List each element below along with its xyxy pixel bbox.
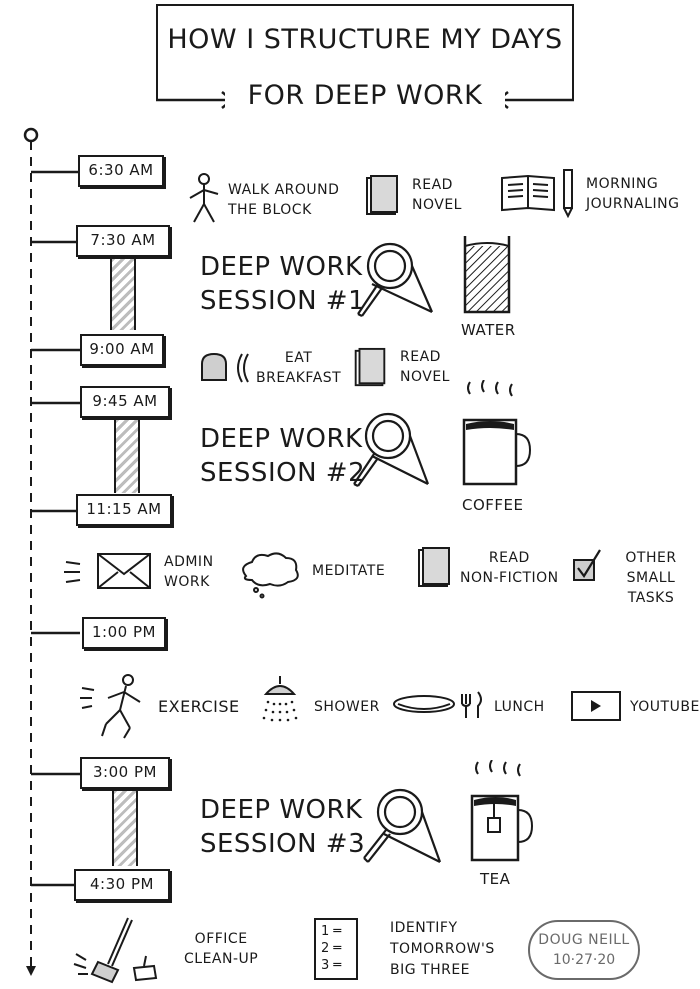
thought-cloud-icon (242, 552, 299, 599)
journal-icon (501, 169, 573, 218)
admin-work-label: AdminWork (164, 554, 214, 590)
time-box-0900: 9:00 AM (80, 334, 164, 366)
magnifying-glass-icon-2 (353, 412, 430, 487)
session3-bar (112, 790, 138, 866)
broom-icon (73, 917, 158, 984)
toast-icon (201, 352, 249, 383)
shower-label: Shower (314, 699, 380, 715)
meditate-label: Meditate (312, 563, 386, 579)
book-icon (418, 547, 450, 587)
session1-title: Deep WorkSession #1 (200, 252, 366, 316)
coffee-label: Coffee (462, 496, 524, 514)
read-nonfiction-label: ReadNon-Fiction (460, 550, 559, 586)
signature-cloud: Doug Neill 10·27·20 (528, 920, 640, 980)
tea-label: Tea (480, 870, 511, 888)
time-box-1300: 1:00 PM (82, 617, 166, 649)
time-box-1630: 4:30 PM (74, 869, 170, 901)
time-box-1500: 3:00 PM (80, 757, 170, 789)
exercise-label: Exercise (158, 697, 240, 716)
water-label: Water (461, 321, 516, 339)
read-novel-label-1: ReadNovel (412, 177, 462, 213)
magnifying-glass-icon-3 (363, 788, 442, 863)
session2-bar (114, 419, 140, 493)
time-box-0630: 6:30 AM (78, 155, 164, 187)
session1-bar (110, 258, 136, 330)
timeline-connectors (31, 170, 80, 887)
time-box-1115: 11:15 AM (76, 494, 172, 526)
read-novel-label-2: ReadNovel (400, 349, 450, 385)
youtube-play-icon (571, 691, 621, 721)
timeline-arrow (26, 966, 36, 976)
time-box-0945: 9:45 AM (80, 386, 170, 418)
envelope-icon (64, 553, 151, 589)
session3-title: Deep WorkSession #3 (200, 795, 366, 859)
numbered-list-icon: 1 ═ 2 ═ 3 ═ (314, 918, 358, 980)
water-glass-icon (463, 236, 511, 314)
shower-icon (262, 676, 298, 722)
signature-name: Doug Neill (538, 932, 630, 948)
youtube-label: YouTube (630, 699, 700, 715)
running-person-icon (80, 674, 141, 739)
coffee-mug-icon (462, 380, 532, 486)
walk-label: Walk AroundThe Block (228, 182, 340, 218)
other-tasks-label: OtherSmall Tasks (625, 550, 677, 606)
walking-person-icon (189, 173, 219, 223)
book-icon (354, 347, 386, 387)
magnifying-glass-icon-1 (357, 242, 434, 317)
title-box (156, 4, 574, 100)
journaling-label: MorningJournaling (586, 176, 680, 212)
eat-breakfast-label: EatBreakfast (256, 350, 342, 386)
title-line2: for Deep Work (225, 80, 505, 111)
book-icon (366, 175, 398, 215)
signature-date: 10·27·20 (552, 952, 616, 968)
identify-big-three-label: IdentifyTomorrow'sBig Three (390, 920, 495, 978)
checkbox-icon (573, 549, 601, 581)
session2-title: Deep WorkSession #2 (200, 424, 366, 488)
lunch-plate-icon (393, 691, 482, 718)
cleanup-label: OfficeClean-Up (184, 931, 259, 967)
title-line1: How I Structure My Days (167, 24, 563, 55)
timeline-start-circle (23, 127, 39, 143)
tea-mug-icon (470, 760, 534, 862)
lunch-label: Lunch (494, 699, 545, 715)
time-box-0730: 7:30 AM (76, 225, 170, 257)
